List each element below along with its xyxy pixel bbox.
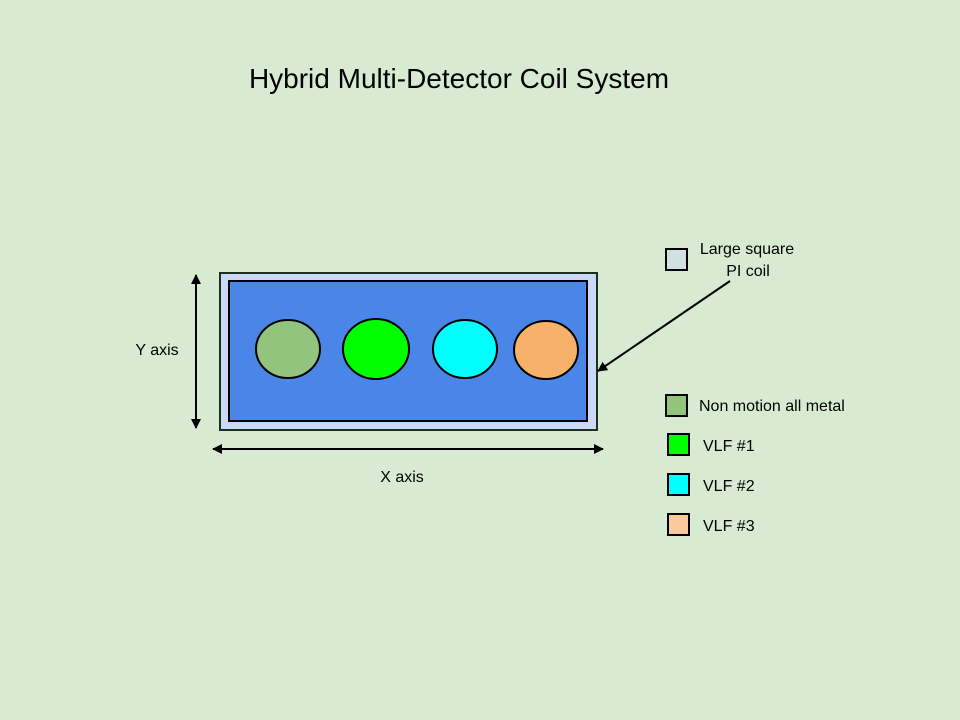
legend-label-pi-coil-line2: PI coil	[726, 263, 770, 280]
diagram-title: Hybrid Multi-Detector Coil System	[249, 63, 669, 94]
legend-swatch-vlf-2	[667, 473, 690, 496]
legend-label-vlf-3: VLF #3	[703, 518, 755, 535]
legend-swatch-non-motion	[665, 394, 688, 417]
y-axis-label: Y axis	[135, 342, 178, 359]
coil-vlf-3	[513, 320, 579, 380]
coil-vlf-2	[432, 319, 498, 379]
x-axis-label: X axis	[380, 469, 424, 486]
legend-swatch-vlf-1	[667, 433, 690, 456]
legend-swatch-pi-coil	[665, 248, 688, 271]
legend-label-pi-coil-line1: Large square	[700, 241, 794, 258]
legend-label-vlf-2: VLF #2	[703, 478, 755, 495]
legend-label-non-motion: Non motion all metal	[699, 398, 845, 415]
legend-label-vlf-1: VLF #1	[703, 438, 755, 455]
pi-coil-pointer-arrow	[597, 280, 731, 372]
coil-vlf-1	[342, 318, 410, 380]
legend-swatch-vlf-3	[667, 513, 690, 536]
coil-non-motion	[255, 319, 321, 379]
